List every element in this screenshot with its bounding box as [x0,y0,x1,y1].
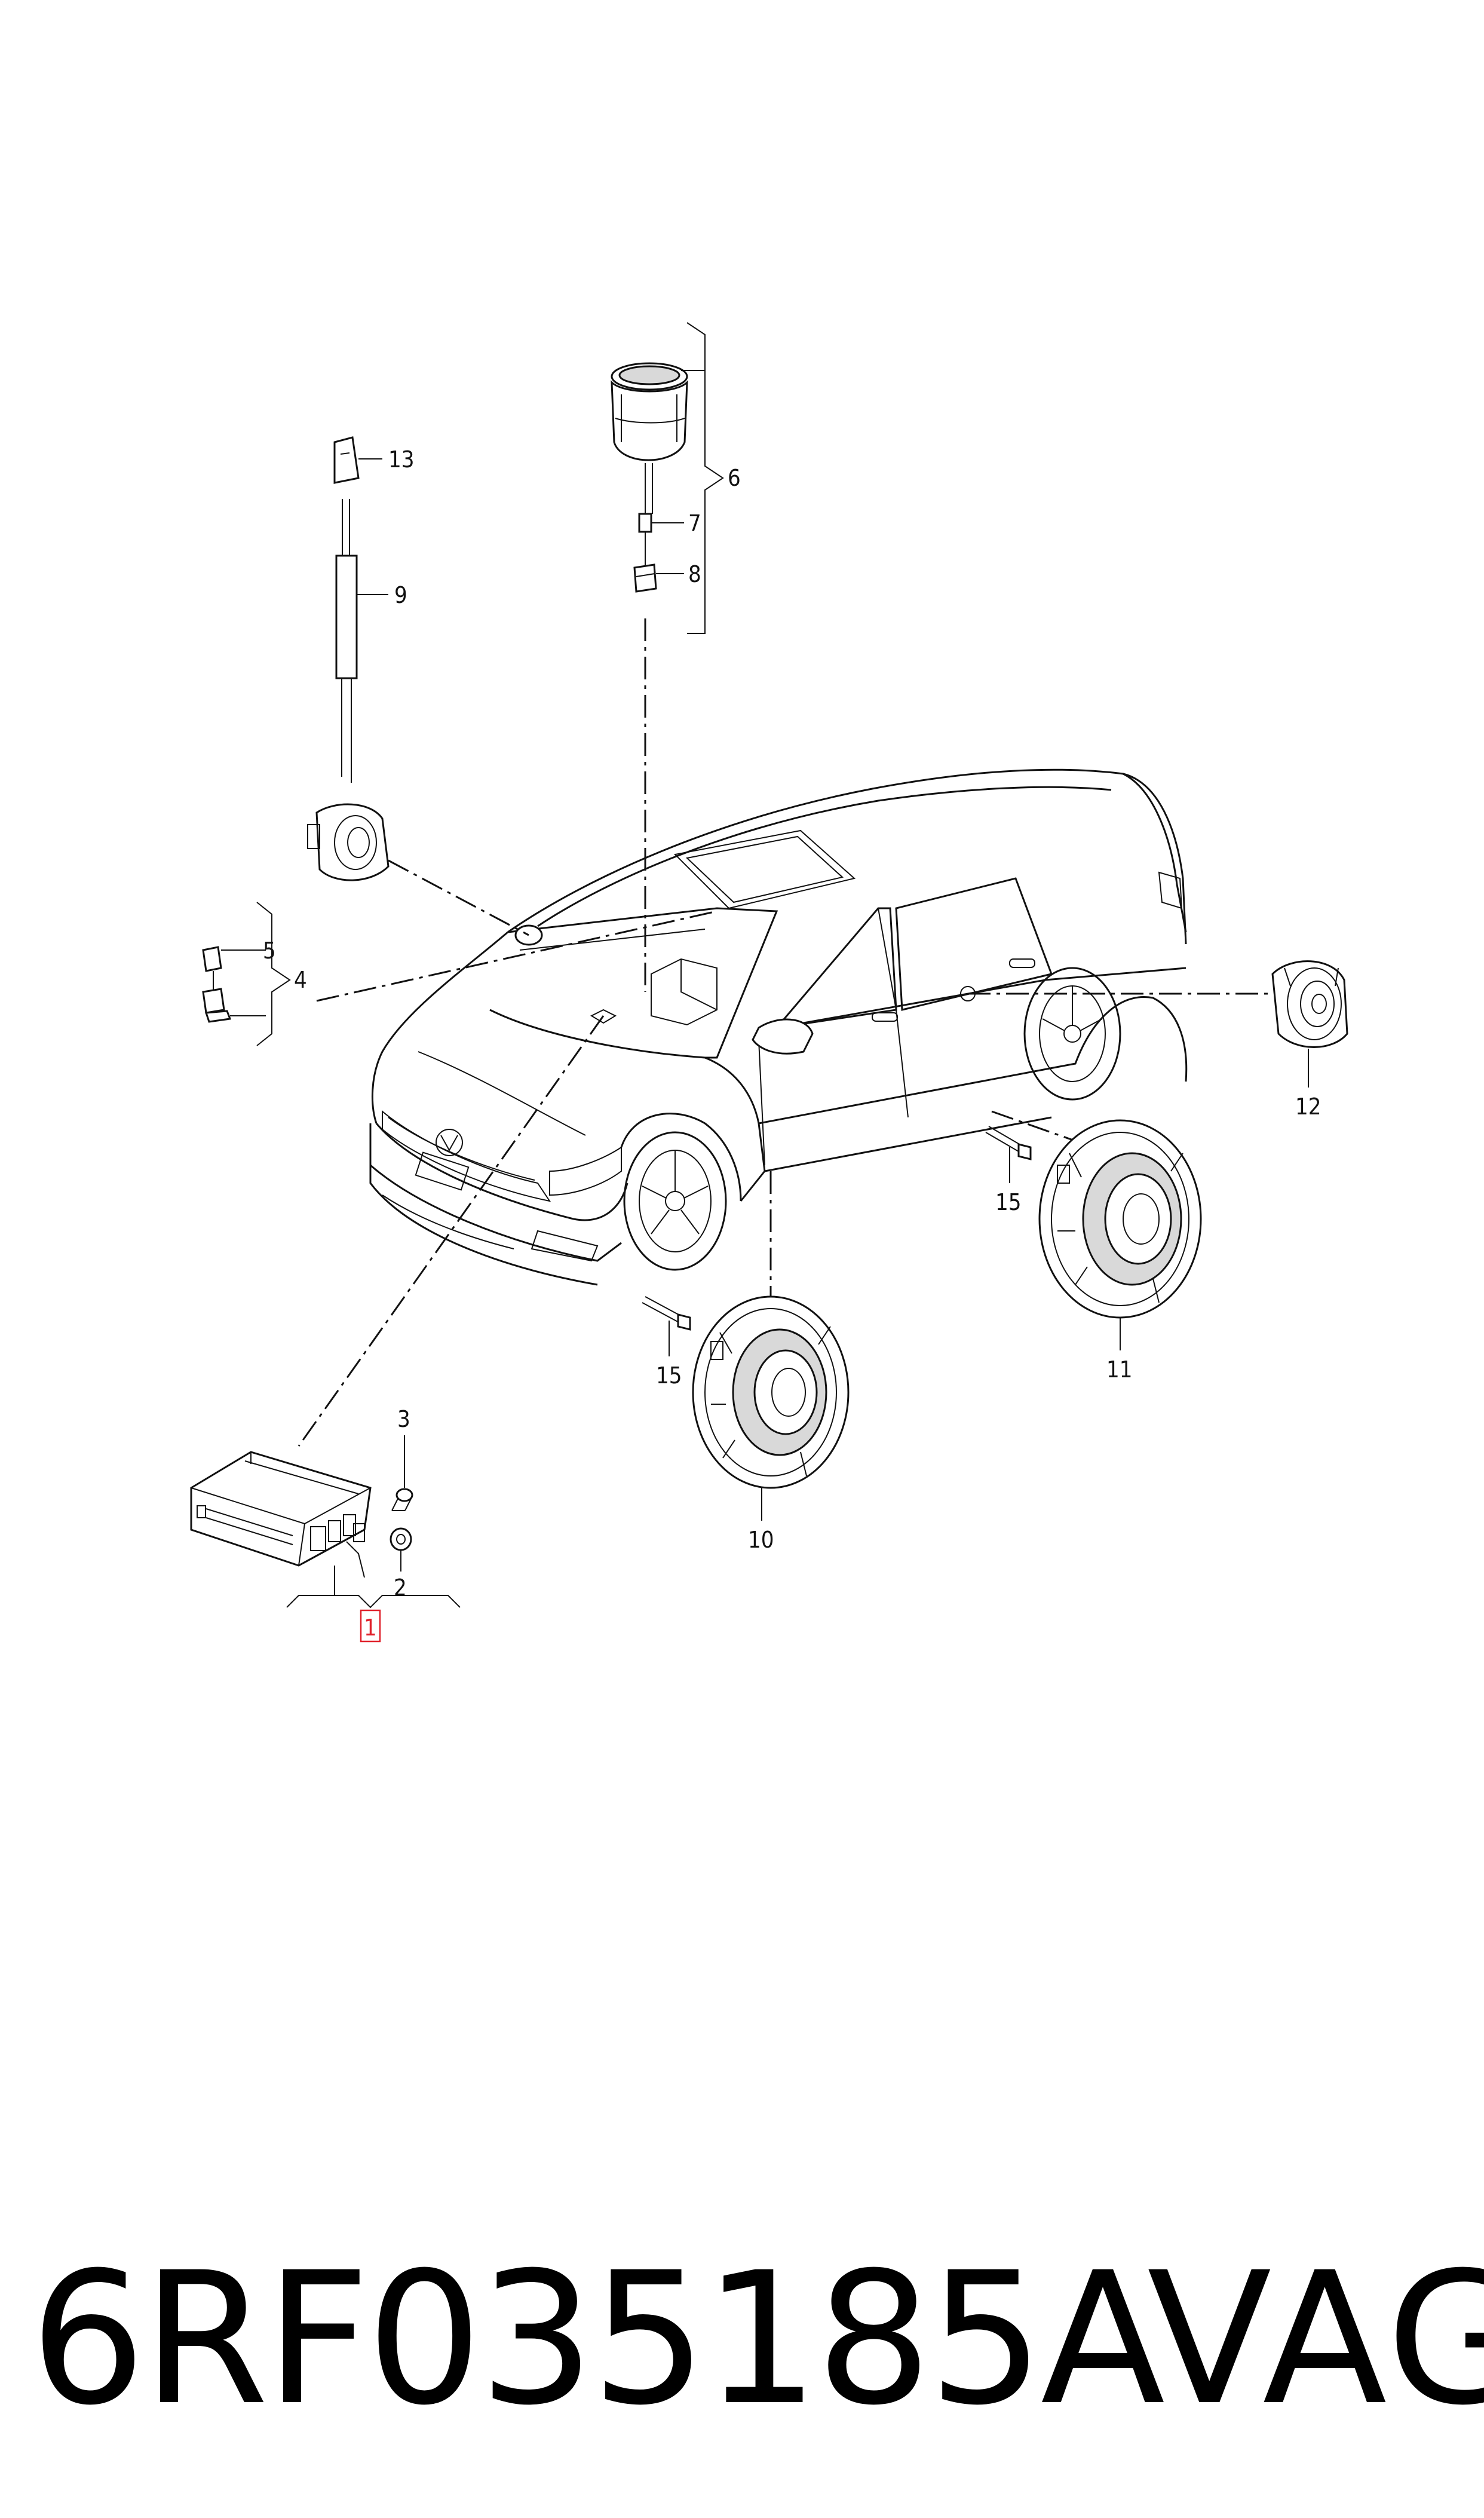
callout-12: 12 [1295,1093,1322,1120]
car-body [369,768,1188,1286]
callout-1: 1 [364,1615,377,1641]
part-13-clip [333,436,360,484]
part-10-speaker [692,1295,850,1489]
callout-2: 2 [394,1574,407,1601]
part-12-speaker [1271,960,1348,1048]
callout-4: 4 [294,967,307,993]
part-15-rivet-right [985,1126,1032,1160]
callout-15-left: 15 [656,1362,682,1389]
tweeter-housing [307,803,390,881]
callout-9: 9 [394,582,407,608]
part-1-audio-unit [190,1451,372,1578]
part-6-subwoofer [611,362,688,514]
callout-10: 10 [748,1527,774,1553]
footer: 6RF035185A VAG [30,2233,1484,2445]
part-15-rivet-left [642,1296,691,1331]
part-9-antenna [335,499,358,783]
callout-5: 5 [263,938,276,964]
callout-6: 6 [728,465,741,491]
part-8-connector [633,563,657,593]
callout-leaders [221,322,1309,1609]
part-2-nut [390,1527,412,1551]
part-7-connector [638,513,652,568]
leader-lines [298,618,1284,1447]
part-3-bolt [391,1488,413,1511]
brand-label: VAG [1147,2233,1484,2445]
callout-3: 3 [397,1406,410,1432]
part-number: 6RF035185A [30,2233,1165,2445]
callout-13: 13 [388,446,415,473]
callout-labels: 13 9 6 7 8 5 4 12 15 11 15 10 3 2 1 [263,446,1322,1643]
callout-7: 7 [688,510,701,537]
callout-1-highlight-box [360,1609,381,1643]
callout-11: 11 [1106,1356,1133,1383]
callout-15-right: 15 [995,1189,1022,1215]
part-11-speaker [1038,1119,1202,1319]
callout-8: 8 [688,561,701,587]
part-5-connector [202,946,232,1023]
